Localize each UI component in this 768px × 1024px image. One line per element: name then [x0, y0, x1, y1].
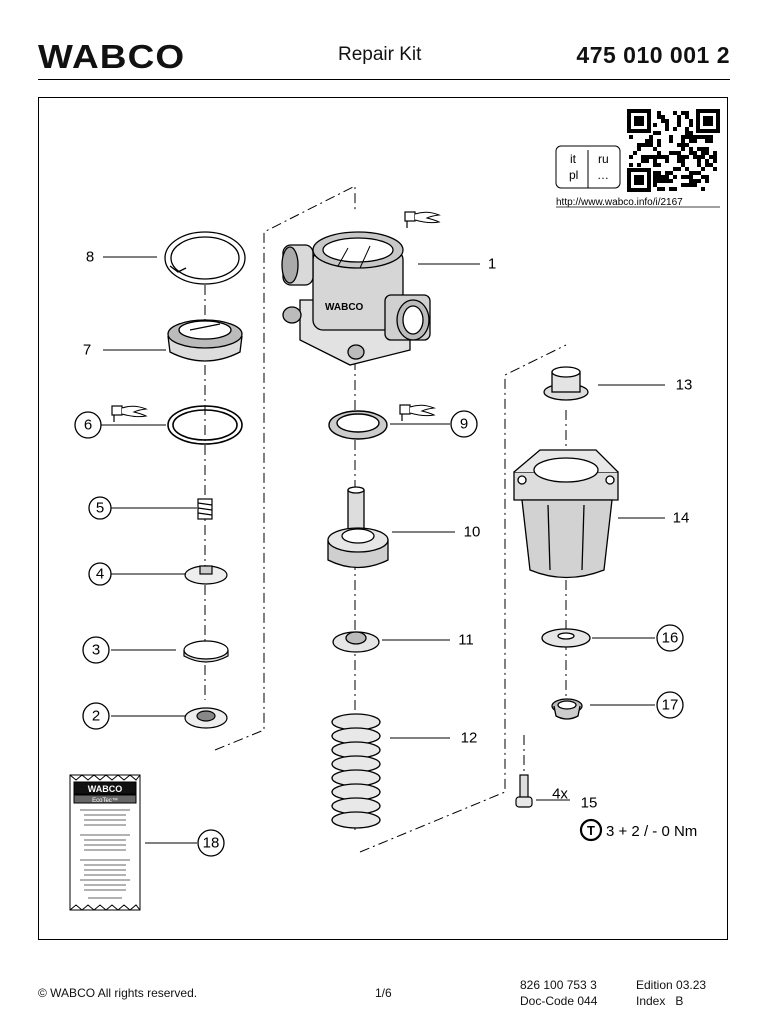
- callout-12: 12: [461, 730, 478, 747]
- part-5-spring: [197, 498, 213, 520]
- part-15-screw: [515, 774, 533, 808]
- part-16-washer: [541, 628, 591, 648]
- grease-symbol-6: [111, 405, 147, 423]
- lang-it: it: [570, 152, 577, 166]
- lang-ru: ru: [598, 152, 609, 166]
- document-number: 826 100 753 3: [520, 978, 597, 992]
- callout-17: 17: [662, 697, 679, 714]
- part-4-valve: [184, 565, 228, 585]
- callout-9: 9: [460, 416, 468, 433]
- callout-1: 1: [488, 256, 496, 273]
- callout-15: 15: [581, 795, 598, 812]
- torque-value: 3 + 2 / - 0 Nm: [606, 823, 697, 840]
- page-number: 1/6: [375, 986, 392, 1000]
- part-17-grommet: [551, 698, 583, 720]
- part-1-housing: WABCO: [281, 231, 431, 366]
- lang-pl: pl: [569, 168, 578, 182]
- drawing-frame: [38, 97, 728, 940]
- part-7-cover: [167, 319, 243, 362]
- header-divider: [38, 79, 730, 80]
- part-14-cylinder: [513, 449, 619, 579]
- qr-code: [627, 109, 720, 192]
- callout-11: 11: [458, 632, 474, 649]
- part-13-cap: [543, 366, 589, 401]
- callout-4: 4: [96, 566, 104, 583]
- part-18-grease-sachet: WABCO EcoTec™: [69, 774, 141, 911]
- part-6-o-ring: [167, 405, 243, 445]
- callout-8: 8: [86, 249, 94, 266]
- callout-2: 2: [92, 708, 100, 725]
- screw-quantity: 4x: [552, 786, 568, 803]
- lang-more: …: [597, 168, 609, 182]
- part-10-piston: [327, 486, 389, 569]
- part-9-seal: [328, 410, 388, 440]
- torque-note: T 3 + 2 / - 0 Nm: [579, 818, 697, 842]
- sachet-brand: WABCO: [88, 784, 123, 794]
- index: Index B: [636, 994, 684, 1008]
- part-number: 475 010 001 2: [576, 42, 730, 68]
- callout-14: 14: [673, 510, 690, 527]
- language-info-box: it ru pl …: [555, 145, 621, 189]
- wabco-logo: WABCO: [38, 38, 186, 75]
- callout-6: 6: [84, 417, 92, 434]
- sachet-product: EcoTec™: [92, 797, 118, 804]
- copyright: © WABCO All rights reserved.: [38, 986, 198, 1000]
- document-code: Doc-Code 044: [520, 994, 598, 1008]
- callout-5: 5: [96, 500, 104, 517]
- part-2-seat: [184, 707, 228, 729]
- part-3-plate: [183, 640, 229, 663]
- callout-16: 16: [662, 630, 679, 647]
- part-12-coil-spring: [331, 713, 381, 829]
- callout-3: 3: [92, 642, 100, 659]
- svg-text:WABCO: WABCO: [325, 302, 364, 313]
- part-8-snap-ring: [164, 231, 246, 285]
- callout-10: 10: [464, 524, 481, 541]
- callout-7: 7: [83, 342, 91, 359]
- callout-18: 18: [203, 835, 220, 852]
- callout-13: 13: [676, 377, 693, 394]
- info-url: http://www.wabco.info/i/2167: [556, 197, 683, 208]
- grease-symbol-1: [404, 211, 440, 229]
- grease-symbol-9: [399, 404, 435, 422]
- part-11-spring-seat: [332, 631, 380, 653]
- document-title: Repair Kit: [338, 44, 422, 65]
- torque-icon: T: [587, 823, 595, 838]
- edition: Edition 03.23: [636, 978, 707, 992]
